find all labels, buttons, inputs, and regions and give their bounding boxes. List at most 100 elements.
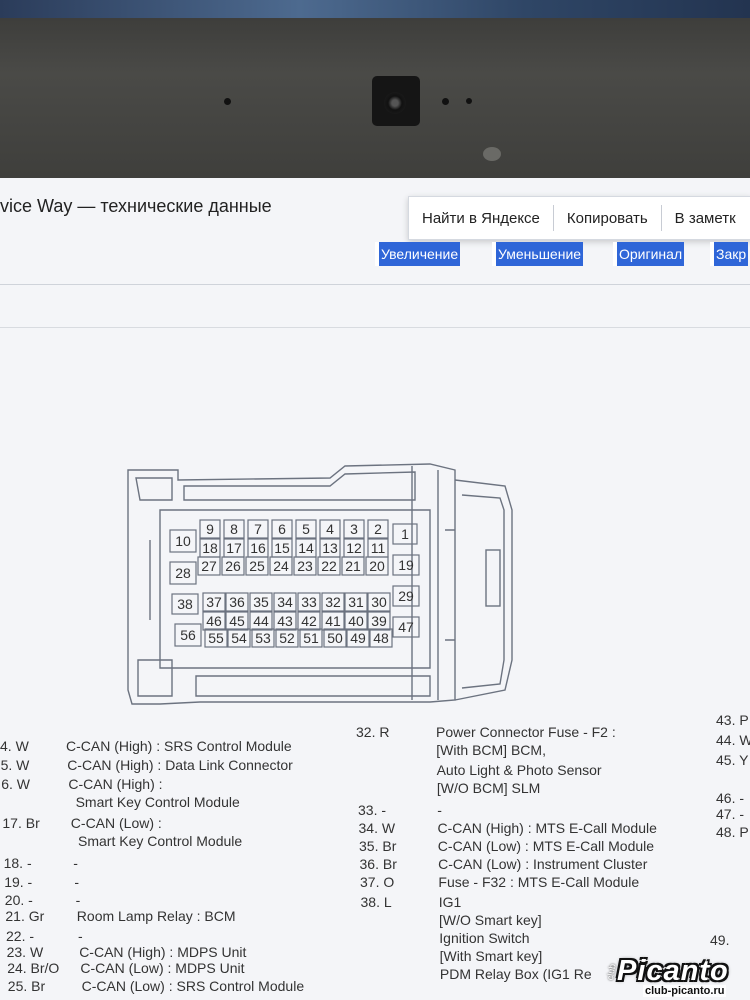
table-pin-description: [With Smart key] [439,948,543,964]
window-title: vice Way — технические данные [0,196,272,216]
content-divider [0,327,750,328]
table-pin-number: 45. Y [716,752,749,768]
table-pin-description: Smart Key Control Module [78,833,243,849]
connector-pin-box [346,628,370,648]
table-pin-number: 21. Gr [5,908,45,924]
connector-pin-box [275,628,299,648]
connector-pin-box [251,628,275,648]
ctx-separator [552,205,554,231]
table-pin-number: 18. - [3,855,32,871]
connector-pin-number: 28 [175,565,191,581]
connector-pin-box [199,519,221,539]
connector-pin-number: 16 [250,540,266,556]
connector-pin-box [249,592,273,612]
connector-pin-number: 12 [346,540,362,556]
table-pin-number: 46. - [716,790,745,806]
logo-brand: Picanto [617,955,729,987]
connector-pin-box [392,554,420,576]
connector-pin-number: 2 [374,521,382,537]
connector-pin-box [273,611,297,631]
connector-pin-number: 20 [369,558,385,574]
table-pin-number: 32. R [356,724,390,740]
connector-pin-box [171,593,199,615]
table-pin-number: 35. Br [359,838,397,854]
table-pin-number: 17. Br [2,815,40,831]
table-pin-description: Ignition Switch [439,930,530,946]
connector-pin-box [392,585,420,607]
connector-pin-number: 13 [322,540,338,556]
original-size-button[interactable]: Оригинал [613,242,685,266]
connector-pin-box [321,592,345,612]
connector-pin-number: 41 [325,613,341,629]
connector-pin-number: 19 [398,557,414,573]
bezel-dot-left [224,98,231,105]
connector-pin-box [269,556,293,576]
connector-pin-number: 47 [398,619,414,635]
ctx-copy[interactable]: Копировать [566,209,648,227]
table-pin-description: - [73,855,78,871]
connector-pin-number: 53 [255,630,271,646]
table-pin-description: [W/O Smart key] [439,912,542,928]
connector-pin-number: 44 [253,613,269,629]
webcam-icon [384,92,406,114]
connector-pin-box [323,628,347,648]
connector-pin-number: 55 [208,630,224,646]
connector-pin-number: 5 [302,521,310,537]
table-pin-description: C-CAN (High) : MTS E-Call Module [437,820,657,836]
connector-pin-box [225,611,249,631]
logo-site: club-picanto.ru [643,985,727,997]
connector-pin-number: 32 [325,594,341,610]
table-pin-description: Room Lamp Relay : BCM [76,908,236,924]
connector-pin-box [367,592,391,612]
connector-pin-number: 52 [279,630,295,646]
ctx-notes[interactable]: В заметк [674,209,736,227]
connector-pin-number: 42 [301,613,317,629]
table-pin-number: 19. - [4,874,33,890]
zoom-out-button[interactable]: Уменьшение [492,242,584,266]
toolbar-divider [0,284,750,285]
laptop-bezel [0,0,750,185]
connector-pin-number: 40 [348,613,364,629]
connector-pin-box [341,556,365,576]
connector-pin-number: 30 [371,594,387,610]
connector-pin-number: 17 [226,540,242,556]
connector-pin-number: 34 [277,594,293,610]
connector-pin-box [247,519,269,539]
table-pin-description: C-CAN (High) : MDPS Unit [79,944,247,960]
table-pin-description: Smart Key Control Module [75,794,240,810]
connector-pin-box [365,556,389,576]
table-pin-number: 6. W [1,776,30,792]
connector-pin-number: 56 [180,627,196,643]
connector-pin-box [273,592,297,612]
connector-pin-box [392,616,420,638]
table-pin-description: Fuse - F32 : MTS E-Call Module [438,874,640,890]
connector-pin-box [202,592,226,612]
table-pin-number: 24. Br/O [7,960,60,976]
close-button[interactable]: Закр [710,242,749,266]
connector-pin-box [174,623,202,647]
connector-pin-number: 11 [371,540,386,556]
connector-pin-box [295,519,317,539]
connector-pin-box [225,592,249,612]
table-pin-description: [W/O BCM] SLM [436,780,541,796]
connector-pin-number: 27 [201,558,217,574]
connector-pin-box [204,628,228,648]
zoom-in-button[interactable]: Увеличение [375,242,461,266]
connector-pin-number: 3 [350,521,358,537]
table-pin-number: 34. W [358,820,396,836]
table-pin-number: 37. O [360,874,395,890]
connector-pin-number: 46 [206,613,222,629]
table-pin-number: 48. P [716,824,749,840]
table-pin-description: C-CAN (Low) : SRS Control Module [81,978,305,994]
ctx-search-yandex[interactable]: Найти в Яндексе [422,209,540,227]
connector-pin-box [367,611,391,631]
table-pin-number: 38. L [360,894,392,910]
table-pin-number: 47. - [716,806,745,822]
connector-pin-number: 22 [321,558,337,574]
connector-pin-number: 9 [206,521,214,537]
connector-pin-box [197,556,221,576]
connector-pin-box [344,611,368,631]
table-pin-description: Power Connector Fuse - F2 : [436,724,616,740]
connector-pin-box [343,519,365,539]
